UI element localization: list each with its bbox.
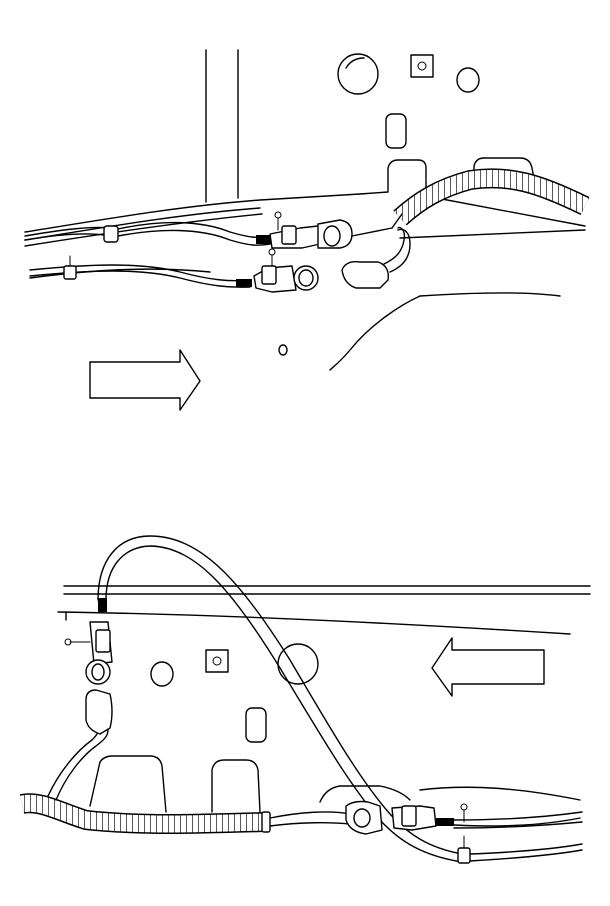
top-loose-plug xyxy=(341,226,411,289)
top-body-holes xyxy=(278,53,480,356)
top-pillar xyxy=(205,49,239,203)
top-corrugated-harness xyxy=(391,168,590,229)
square-hole xyxy=(410,54,434,78)
bottom-loop-wire xyxy=(97,535,583,864)
bottom-body-lines xyxy=(57,585,591,827)
harness-clip xyxy=(457,847,471,864)
bottom-connector xyxy=(64,598,113,685)
arrow-right-icon xyxy=(89,349,201,411)
wire-crimp xyxy=(236,279,252,287)
small-round-hole xyxy=(150,661,174,687)
top-upper-wire xyxy=(24,221,272,246)
bottom-corrugated-harness xyxy=(19,793,271,834)
slot-hole xyxy=(385,113,407,149)
slot-hole xyxy=(245,707,267,743)
pin-hole xyxy=(278,344,288,356)
wire-crimp xyxy=(436,818,454,826)
bottom-body-holes xyxy=(150,643,319,743)
top-floor-panel xyxy=(24,157,586,371)
harness-clip xyxy=(63,265,77,280)
wire-crimp xyxy=(98,598,107,612)
bottom-right-connector xyxy=(269,800,583,835)
harness-clip xyxy=(103,225,119,243)
large-round-hole xyxy=(337,53,379,95)
top-panel xyxy=(24,49,590,411)
wire-crimp xyxy=(256,235,272,244)
bottom-panel xyxy=(19,535,591,864)
top-lower-connector xyxy=(253,248,319,293)
bottom-plug-lead xyxy=(47,689,113,801)
square-hole xyxy=(205,649,229,673)
small-round-hole xyxy=(456,67,480,93)
top-lower-wire xyxy=(29,255,252,288)
loose-plug xyxy=(85,689,113,735)
arrow-left-icon xyxy=(431,637,545,697)
top-upper-connector xyxy=(269,211,393,249)
